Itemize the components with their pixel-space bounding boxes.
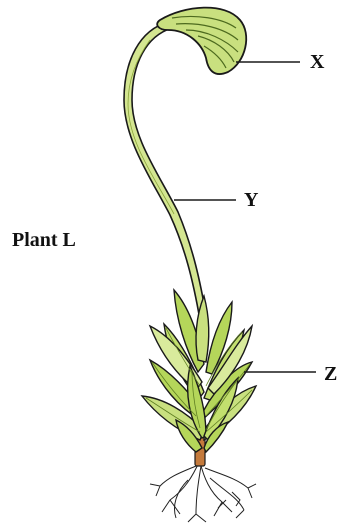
plant-title: Plant L	[12, 229, 76, 251]
leafy-gametophyte	[142, 290, 256, 452]
label-y: Y	[244, 189, 259, 211]
seta	[124, 22, 207, 320]
rhizoids	[150, 460, 256, 522]
seta-body	[124, 22, 207, 320]
label-z: Z	[324, 363, 337, 385]
label-x: X	[310, 51, 325, 73]
capsule	[157, 8, 246, 74]
